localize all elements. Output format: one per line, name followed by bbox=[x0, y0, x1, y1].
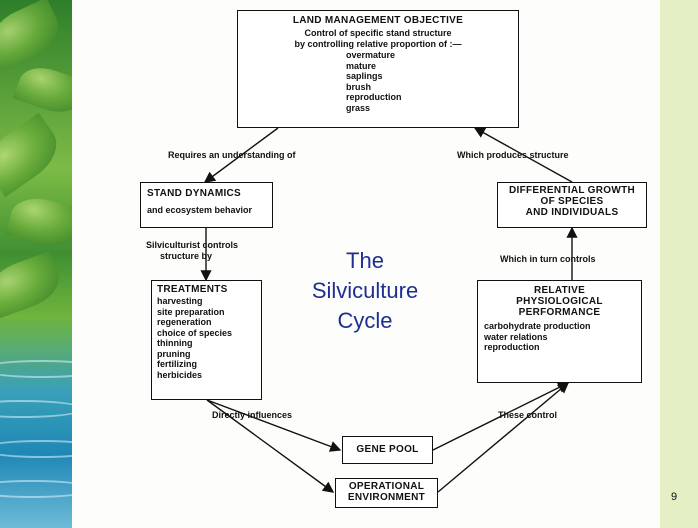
physiological-performance-box: RELATIVE PHYSIOLOGICAL PERFORMANCE carbo… bbox=[477, 280, 642, 383]
arrow-objective-to-stand-dynamics bbox=[203, 127, 279, 183]
water-ripple bbox=[0, 440, 72, 458]
treatment-item: fertilizing bbox=[157, 359, 197, 369]
objective-item: saplings bbox=[346, 71, 383, 81]
treatments-title: TREATMENTS bbox=[157, 284, 228, 295]
water-ripple bbox=[0, 480, 72, 498]
arrow-treatments-to-operational bbox=[206, 399, 335, 493]
slide-number: 9 bbox=[671, 491, 678, 503]
objective-item: grass bbox=[346, 102, 371, 113]
gene-pool-box: GENE POOL bbox=[342, 436, 433, 464]
edge-label-produces: Which produces structure bbox=[457, 150, 569, 160]
objective-title: LAND MANAGEMENT OBJECTIVE bbox=[292, 15, 464, 26]
center-title-line: The bbox=[346, 248, 384, 273]
objective-line1: Control of specific stand structure bbox=[304, 28, 452, 38]
stand-dynamics-title: STAND DYNAMICS bbox=[147, 188, 242, 199]
edge-label-requires: Requires an understanding of bbox=[168, 150, 296, 160]
objective-line2: by controlling relative proportion of :— bbox=[294, 38, 462, 49]
treatment-item: regeneration bbox=[157, 317, 212, 327]
objective-item: brush bbox=[346, 81, 372, 92]
objective-item: overmature bbox=[346, 50, 396, 60]
differential-growth-line2: OF SPECIES bbox=[540, 196, 604, 207]
physiological-item: water relations bbox=[484, 331, 548, 342]
arrow-operational-to-physiological bbox=[437, 382, 570, 493]
center-title: The Silviculture Cycle bbox=[290, 246, 440, 336]
operational-line2: ENVIRONMENT bbox=[347, 492, 426, 503]
physiological-line1: RELATIVE bbox=[533, 285, 586, 296]
objective-item: mature bbox=[346, 60, 377, 71]
differential-growth-line1: DIFFERENTIAL GROWTH bbox=[508, 185, 636, 196]
differential-growth-box: DIFFERENTIAL GROWTH OF SPECIES AND INDIV… bbox=[497, 182, 647, 228]
decorative-leaf-water-strip bbox=[0, 0, 72, 528]
gene-pool-label: GENE POOL bbox=[356, 444, 419, 455]
physiological-line3: PERFORMANCE bbox=[518, 307, 601, 318]
land-management-objective-box: LAND MANAGEMENT OBJECTIVE Control of spe… bbox=[237, 10, 519, 128]
right-decorative-band bbox=[660, 0, 698, 528]
differential-growth-line3: AND INDIVIDUALS bbox=[525, 207, 619, 218]
stand-dynamics-box: STAND DYNAMICS and ecosystem behavior bbox=[140, 182, 273, 228]
arrow-treatments-to-gene-pool bbox=[206, 399, 342, 452]
treatment-item: choice of species bbox=[157, 327, 233, 338]
treatment-item: herbicides bbox=[157, 369, 203, 380]
edge-label-controls-1: Silviculturist controls bbox=[146, 240, 239, 250]
water-ripple bbox=[0, 360, 72, 378]
edge-label-in-turn: Which in turn controls bbox=[500, 254, 596, 264]
center-title-line: Cycle bbox=[337, 308, 393, 333]
physiological-line2: PHYSIOLOGICAL bbox=[516, 296, 603, 307]
arrow-differential-to-objective bbox=[473, 127, 573, 183]
objective-item: reproduction bbox=[346, 92, 402, 102]
physiological-item: carbohydrate production bbox=[484, 321, 591, 331]
objective-items: overmature mature saplings brush reprodu… bbox=[346, 50, 518, 113]
treatment-item: harvesting bbox=[157, 296, 203, 306]
treatment-item: pruning bbox=[157, 348, 191, 359]
operational-environment-box: OPERATIONAL ENVIRONMENT bbox=[335, 478, 438, 508]
treatment-item: site preparation bbox=[157, 306, 225, 317]
edge-label-controls-2: structure by bbox=[160, 251, 213, 261]
edge-label-directly: Directly influences bbox=[212, 410, 293, 420]
treatments-box: TREATMENTS harvesting site preparation r… bbox=[151, 280, 262, 400]
physiological-item: reproduction bbox=[484, 342, 540, 352]
arrow-gene-pool-to-physiological bbox=[432, 382, 570, 451]
treatment-item: thinning bbox=[157, 338, 193, 348]
stand-dynamics-subtitle: and ecosystem behavior bbox=[147, 205, 253, 215]
operational-line1: OPERATIONAL bbox=[348, 481, 425, 492]
center-title-line: Silviculture bbox=[311, 278, 419, 303]
water-ripple bbox=[0, 400, 72, 418]
edge-label-these-control: These control bbox=[498, 410, 558, 420]
